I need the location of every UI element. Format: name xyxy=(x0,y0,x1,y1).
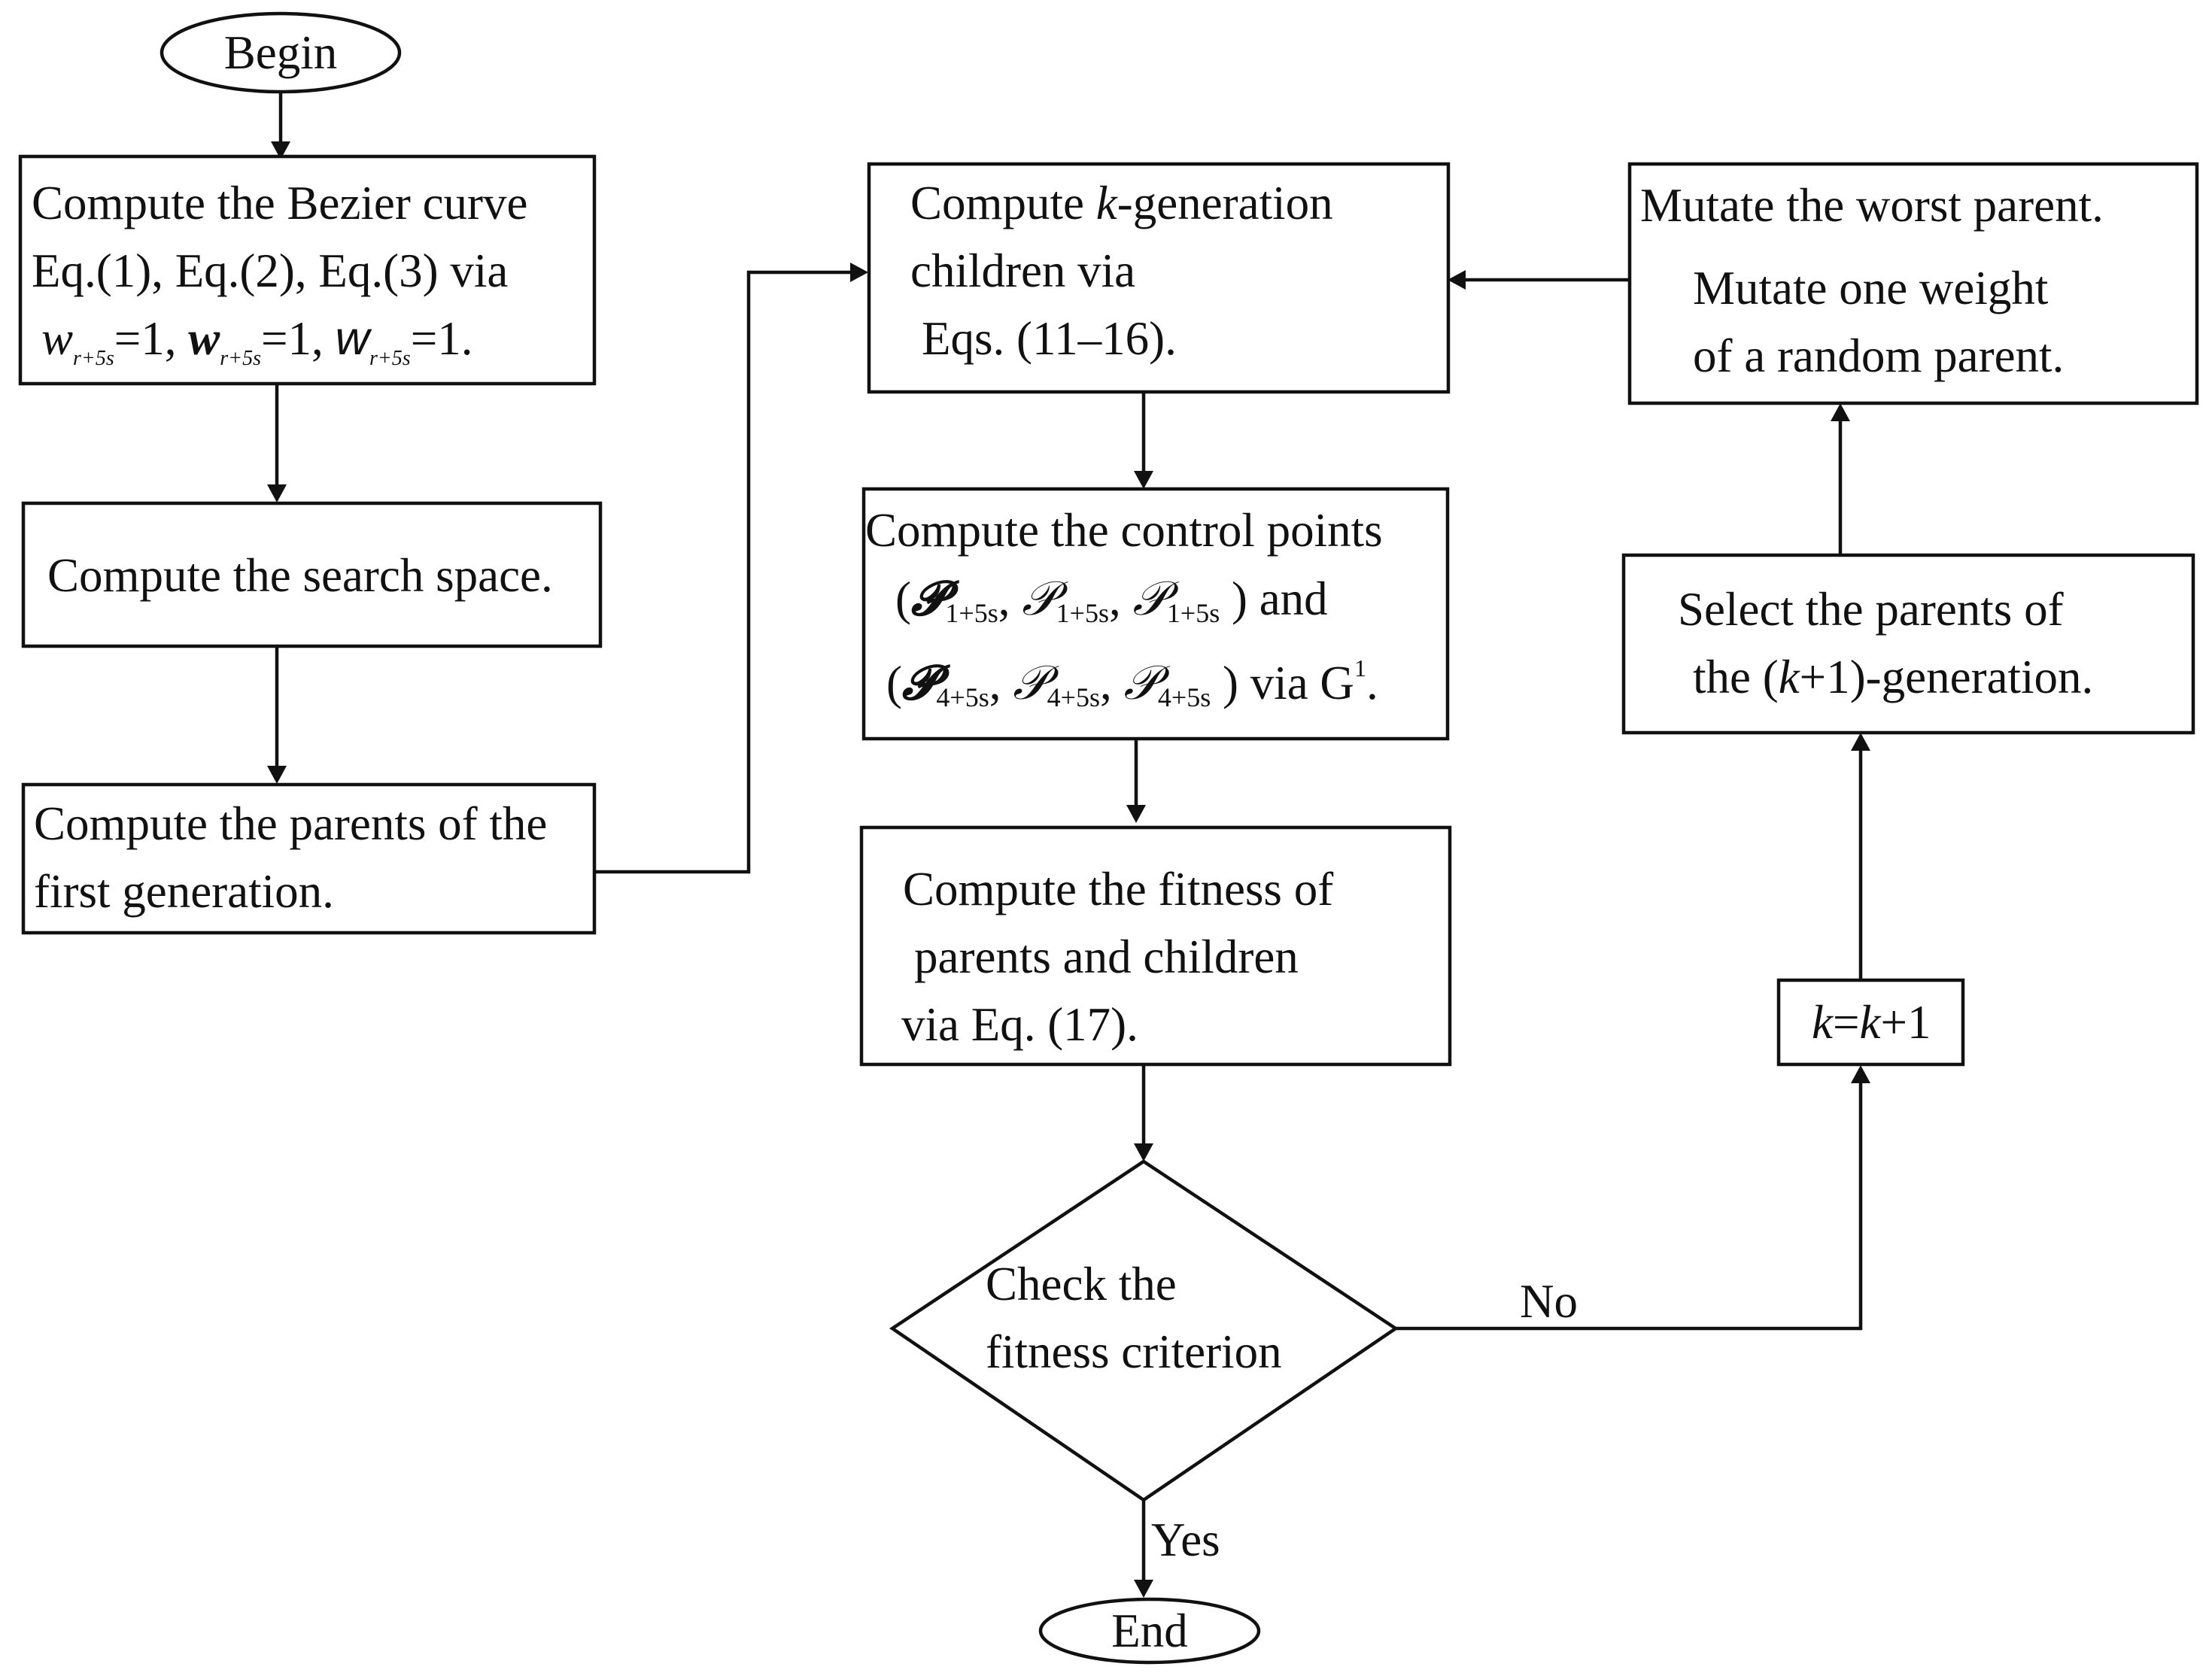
bezier-box xyxy=(18,154,597,386)
point-subscript: 4+5s xyxy=(936,682,989,712)
point-subscript: 1+5s xyxy=(1166,598,1220,628)
increment-k: k xyxy=(1859,996,1881,1049)
paren: ( xyxy=(886,657,902,709)
fitness-line-1: Compute the fitness of xyxy=(903,863,1334,915)
point-symbol: 𝒫 xyxy=(1123,655,1158,710)
arrowhead xyxy=(1134,471,1153,489)
mutate-box xyxy=(1627,162,2199,405)
point-symbol: 𝒫 xyxy=(1022,571,1056,626)
begin-terminal xyxy=(160,11,402,94)
weight-subscript: r+5s xyxy=(369,347,411,370)
decision-line-1: Check the xyxy=(986,1258,1177,1310)
weight-value: =1, xyxy=(260,312,324,365)
control-close-1: ) and xyxy=(1231,572,1328,625)
children-line-2: children via xyxy=(910,244,1136,297)
begin-label: Begin xyxy=(223,26,338,79)
control-line-2: (𝓟1+5s, 𝒫1+5s, 𝒫1+5s ) and xyxy=(895,570,1328,628)
end-terminal xyxy=(1038,1597,1261,1665)
arrowhead xyxy=(267,484,287,502)
increment-eq: = xyxy=(1832,996,1860,1049)
children-box xyxy=(867,162,1451,394)
children-pre: Compute xyxy=(910,177,1096,229)
weight-symbol: w xyxy=(335,312,370,365)
arrowhead xyxy=(1448,270,1466,290)
fitness-line-2: parents and children xyxy=(914,931,1299,983)
weight-symbol: w xyxy=(188,312,220,365)
increment-k: k xyxy=(1812,996,1833,1049)
arrowhead xyxy=(1851,1065,1870,1083)
point-subscript: 1+5s xyxy=(945,598,998,628)
control-line-3: (𝓟4+5s, 𝒫4+5s, 𝒫4+5s ) via G1. xyxy=(886,654,1378,712)
select-line-2: the (k+1)-generation. xyxy=(1693,643,2093,711)
arrowhead xyxy=(271,141,290,159)
point-subscript: 4+5s xyxy=(1047,682,1100,712)
control-points-box xyxy=(861,487,1450,741)
select-post: +1)-generation. xyxy=(1799,651,2094,703)
arrowhead xyxy=(1134,1580,1153,1598)
weight-value: =1. xyxy=(410,312,473,365)
increment-box xyxy=(1776,978,1965,1067)
children-line-3: Eqs. (11–16). xyxy=(922,312,1177,365)
parents-box xyxy=(21,782,597,935)
period: . xyxy=(1366,657,1378,709)
select-pre: the ( xyxy=(1693,651,1779,703)
mutate-line-1: Mutate the worst parent. xyxy=(1640,179,2104,232)
edge-label-yes: Yes xyxy=(1151,1514,1220,1566)
parents-line-2: first generation. xyxy=(34,865,334,918)
bezier-line-3: wr+5s=1, wr+5s=1, wr+5s=1. xyxy=(41,305,472,393)
arrowhead xyxy=(1851,733,1870,751)
parents-line-1: Compute the parents of the xyxy=(34,797,548,850)
decision-line-2: fitness criterion xyxy=(986,1325,1282,1378)
fitness-criterion-decision xyxy=(889,1159,1399,1502)
edge-decision-no-to-increment xyxy=(1396,1077,1863,1331)
increment-label: k=k+1 xyxy=(1812,988,1931,1056)
select-parents-box xyxy=(1621,553,2195,735)
point-symbol: 𝓟 xyxy=(901,654,937,710)
mutate-line-2: Mutate one weight xyxy=(1693,262,2049,314)
control-close-2: ) via G xyxy=(1222,657,1354,709)
search-space-label: Compute the search space. xyxy=(47,549,553,602)
paren: ( xyxy=(895,572,911,625)
point-subscript: 4+5s xyxy=(1157,682,1211,712)
increment-plus: +1 xyxy=(1880,996,1931,1049)
bezier-line-2: Eq.(1), Eq.(2), Eq.(3) via xyxy=(32,244,509,297)
fitness-line-3: via Eq. (17). xyxy=(901,998,1138,1051)
arrowhead xyxy=(1134,1143,1153,1161)
select-line-1: Select the parents of xyxy=(1678,583,2064,636)
point-symbol: 𝓟 xyxy=(910,570,946,626)
arrowhead xyxy=(1831,403,1850,421)
weight-subscript: r+5s xyxy=(73,347,114,370)
edge-label-no: No xyxy=(1520,1275,1578,1328)
weight-symbol: w xyxy=(41,312,74,365)
end-label: End xyxy=(1111,1605,1188,1657)
point-symbol: 𝒫 xyxy=(1132,571,1167,626)
search-space-box xyxy=(21,501,603,648)
arrowhead xyxy=(267,766,287,784)
mutate-line-3: of a random parent. xyxy=(1693,329,2065,382)
children-k: k xyxy=(1095,177,1117,229)
weight-value: =1, xyxy=(114,312,177,365)
arrowhead xyxy=(1126,805,1146,823)
continuity-superscript: 1 xyxy=(1354,654,1366,682)
edge-parents-to-children xyxy=(594,270,856,874)
control-line-1: Compute the control points xyxy=(865,504,1383,557)
arrowhead xyxy=(850,263,868,282)
point-subscript: 1+5s xyxy=(1056,598,1109,628)
select-k: k xyxy=(1778,651,1800,703)
children-line-1: Compute k-generation xyxy=(910,169,1333,237)
fitness-box xyxy=(859,825,1452,1067)
point-symbol: 𝒫 xyxy=(1013,655,1047,710)
children-post: -generation xyxy=(1117,177,1333,229)
bezier-line-1: Compute the Bezier curve xyxy=(32,177,528,229)
weight-subscript: r+5s xyxy=(220,347,261,370)
